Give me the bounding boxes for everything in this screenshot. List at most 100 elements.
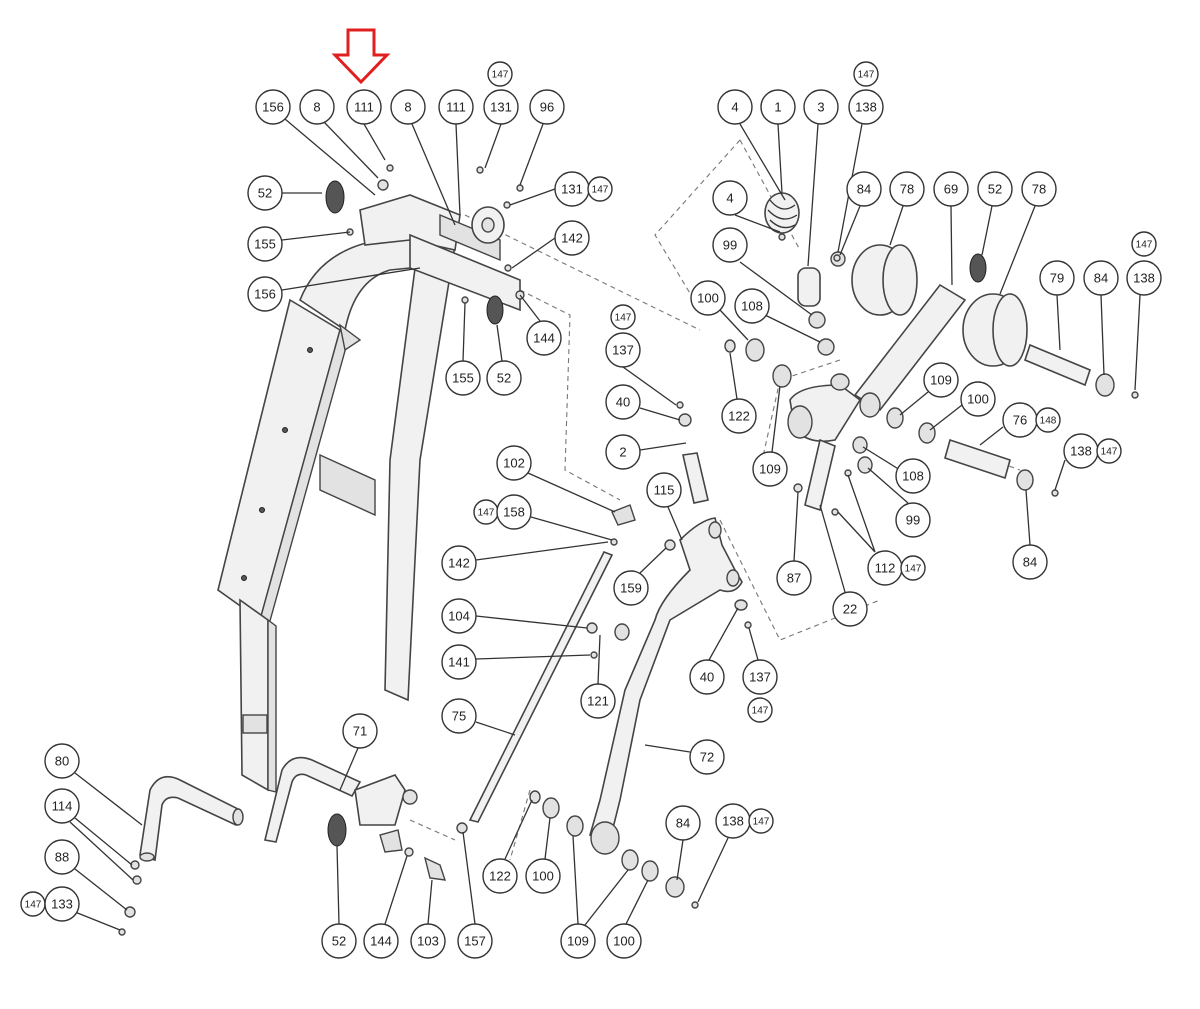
part-callout-109: 109: [752, 451, 788, 487]
callout-circle: [717, 89, 753, 125]
callout-circle: [889, 171, 925, 207]
callout-label: 111: [446, 100, 466, 115]
callout-circle: [486, 360, 522, 396]
part-callout-22: 22: [832, 591, 868, 627]
part-callout-156: 156: [247, 276, 283, 312]
callout-circle: [363, 923, 399, 959]
part-callout-52: 52: [247, 175, 283, 211]
part-callout-109: 109: [923, 362, 959, 398]
part-callout-100: 100: [960, 381, 996, 417]
part-callout-148: 148: [1035, 407, 1061, 433]
part-callout-159: 159: [613, 570, 649, 606]
callout-circle: [689, 739, 725, 775]
arch-frame: [299, 194, 521, 702]
part-callout-88: 88: [44, 839, 80, 875]
part-callout-157: 157: [457, 923, 493, 959]
part-callout-96: 96: [529, 89, 565, 125]
callout-label: 52: [258, 186, 272, 201]
part-callout-147: 147: [473, 499, 499, 525]
callout-label: 52: [332, 934, 346, 949]
part-callout-111: 111: [346, 89, 382, 125]
part-callout-40: 40: [605, 384, 641, 420]
callout-label: 84: [1023, 555, 1037, 570]
callout-label: 99: [906, 513, 920, 528]
resistance-assembly: [724, 192, 1139, 516]
callout-circle: [846, 171, 882, 207]
callout-label: 115: [654, 483, 675, 498]
callout-circle: [44, 743, 80, 779]
part-callout-147: 147: [610, 304, 636, 330]
knob-52-bottom: [327, 813, 347, 847]
callout-circle: [482, 858, 518, 894]
part-callout-87: 87: [776, 560, 812, 596]
callout-circle: [605, 384, 641, 420]
part-callout-84: 84: [665, 805, 701, 841]
callout-label: 109: [930, 373, 952, 388]
callout-circle: [496, 445, 532, 481]
callout-circle: [346, 89, 382, 125]
part-callout-69: 69: [933, 171, 969, 207]
part-callout-147: 147: [20, 891, 46, 917]
part-callout-144: 144: [363, 923, 399, 959]
callout-label: 52: [497, 371, 511, 386]
callout-label: 137: [612, 343, 634, 358]
part-callout-147: 147: [1096, 438, 1122, 464]
callout-label: 88: [55, 850, 69, 865]
callout-circle: [441, 698, 477, 734]
callout-circle: [923, 362, 959, 398]
callout-label: 111: [354, 100, 374, 115]
part-callout-102: 102: [496, 445, 532, 481]
part-callout-138: 138: [1063, 433, 1099, 469]
callout-label: 112: [875, 561, 896, 576]
callout-label: 100: [967, 392, 989, 407]
callout-circle: [689, 659, 725, 695]
callout-label: 159: [620, 581, 642, 596]
callout-label: 72: [700, 750, 714, 765]
callout-circle: [247, 226, 283, 262]
callout-circle: [646, 472, 682, 508]
callout-label: 147: [752, 706, 769, 717]
part-callout-137: 137: [605, 332, 641, 368]
part-callout-2: 2: [605, 434, 641, 470]
part-callout-138: 138: [848, 89, 884, 125]
callout-circle: [441, 545, 477, 581]
callout-circle: [690, 280, 726, 316]
knob-52-right: [969, 253, 987, 283]
callout-circle: [712, 227, 748, 263]
part-callout-3: 3: [803, 89, 839, 125]
callout-label: 84: [676, 816, 690, 831]
callout-circle: [560, 923, 596, 959]
linkage-parts: [468, 401, 752, 855]
callout-label: 78: [1032, 182, 1046, 197]
callout-label: 100: [613, 934, 635, 949]
part-callout-52: 52: [321, 923, 357, 959]
part-callout-109: 109: [560, 923, 596, 959]
callout-label: 69: [944, 182, 958, 197]
callout-circle: [529, 89, 565, 125]
part-callout-40: 40: [689, 659, 725, 695]
callout-label: 142: [561, 231, 583, 246]
part-callout-133: 133: [44, 886, 80, 922]
part-callout-141: 141: [441, 644, 477, 680]
callout-circle: [247, 175, 283, 211]
callout-circle: [933, 171, 969, 207]
part-callout-100: 100: [690, 280, 726, 316]
callout-label: 79: [1050, 271, 1064, 286]
part-callout-84: 84: [1012, 544, 1048, 580]
knob-52-mid: [486, 295, 504, 325]
highlight-arrow-icon: [331, 28, 391, 85]
callout-circle: [1035, 407, 1061, 433]
callout-label: 76: [1013, 413, 1027, 428]
callout-label: 147: [25, 900, 42, 911]
callout-circle: [610, 304, 636, 330]
callout-circle: [496, 494, 532, 530]
callout-label: 147: [1101, 447, 1118, 458]
callout-circle: [895, 502, 931, 538]
part-callout-144: 144: [526, 320, 562, 356]
callout-label: 80: [55, 754, 69, 769]
part-callout-84: 84: [1083, 260, 1119, 296]
callout-circle: [665, 805, 701, 841]
callout-circle: [960, 381, 996, 417]
part-callout-4: 4: [712, 180, 748, 216]
